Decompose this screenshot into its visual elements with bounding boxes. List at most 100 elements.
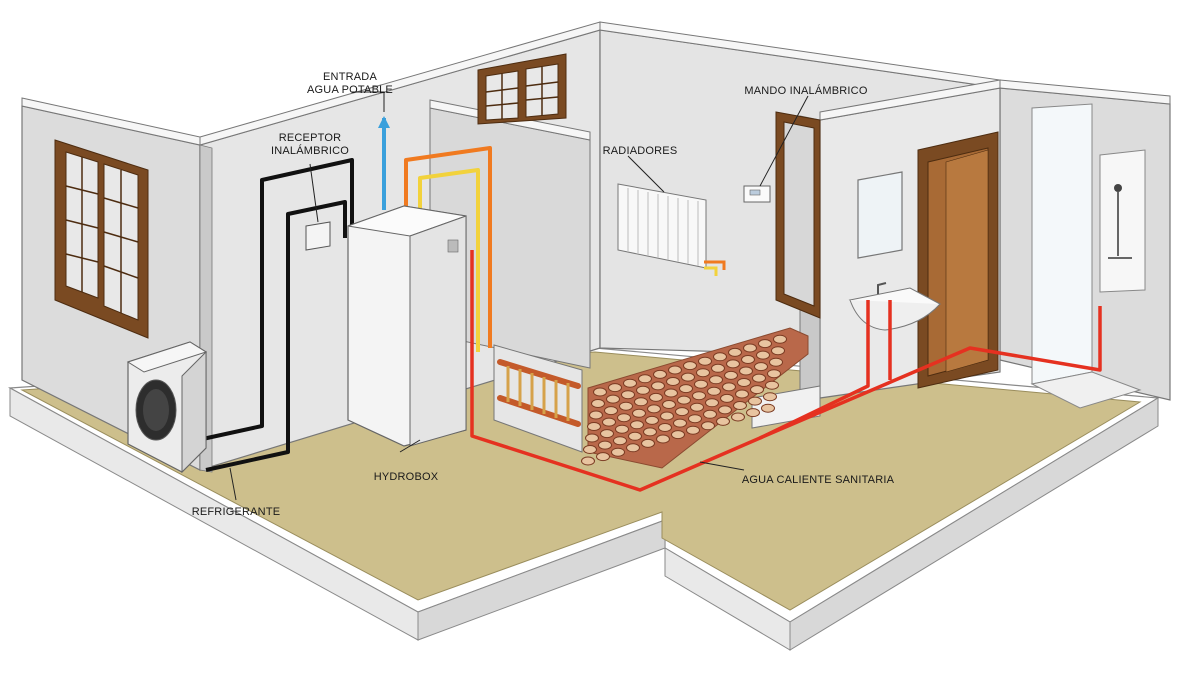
pipe-coil [720,393,734,403]
pipe-coil [688,414,702,424]
pipe-coil [692,391,706,401]
label-entrada-agua-line2: AGUA POTABLE [307,84,393,96]
label-hydrobox: HYDROBOX [374,471,439,483]
pipe-coil [701,421,715,431]
pipe-coil [598,440,612,450]
label-receptor-line2: INALÁMBRICO [271,144,349,157]
radiator-pipes [704,260,726,276]
pipe-coil [737,378,751,387]
pipe-coil [754,362,768,372]
pipe-coil [645,415,659,425]
outdoor-heat-pump-unit [126,341,208,474]
pipe-coil [677,395,691,405]
pipe-coil [651,381,665,391]
pipe-coil [709,375,723,385]
pipe-coil [636,385,650,395]
pipe-coil [728,347,742,357]
pipe-coil [658,423,672,432]
pipe-coil [647,404,661,414]
pipe-coil [718,405,732,415]
pipe-coil [671,430,685,440]
pipe-coil [724,370,738,380]
pipe-coil [703,409,717,419]
pipe-coil [611,447,625,457]
pipe-coil [666,377,680,386]
potable-water-inlet-pipe [378,116,390,210]
pipe-coil [713,352,727,362]
pipe-coil [690,402,704,412]
pipe-coil [741,355,755,364]
pipe-coil [649,392,663,402]
pipe-coil [606,394,620,404]
pipe-coil [673,418,687,428]
pipe-coil [600,429,614,439]
pipe-coil [668,365,682,375]
pipe-coil [602,417,616,427]
pipe-coil [696,368,710,378]
pipe-coil [731,412,745,422]
pipe-coil [683,361,697,371]
pipe-coil [743,343,757,353]
pipe-coil [758,339,772,349]
pipe-coil [756,350,770,360]
heating-supply-pipe [404,146,492,352]
leader-lines [229,91,809,501]
pipe-coil [587,422,601,431]
pipe-coil [619,401,633,411]
pipe-coil [707,386,721,396]
bathroom-door [917,131,999,389]
pipe-coil [705,398,719,408]
pipe-coil [739,366,753,376]
pipe-coil [583,445,597,454]
pipe-coil [675,407,689,417]
pipe-coil [664,388,678,398]
pipe-coil [626,443,640,453]
back-door [775,111,821,319]
back-window [477,53,567,125]
pipe-coil [591,399,605,408]
pipe-coil [604,406,618,416]
hot-water-pipes [470,250,1102,492]
pipe-coil [763,392,777,402]
pipe-coil [628,431,642,441]
pipe-coil [615,424,629,434]
pipe-coil [726,359,740,369]
pipe-coil [711,363,725,373]
pipe-coil [660,411,674,421]
pipe-coil [765,380,779,390]
pipe-coil [581,456,595,466]
pipe-coil [630,420,644,430]
pipe-coil [593,387,607,397]
pipe-coil [733,401,747,410]
pipe-coil [662,400,676,409]
pipe-coil [769,357,783,367]
pipe-coil [653,369,667,379]
floor-heating-manifold [493,344,583,453]
pipe-coil [679,384,693,394]
pipe-coil [596,452,610,462]
pipe-coil [589,410,603,420]
pipe-coil [767,369,781,379]
wireless-remote-control [743,185,771,203]
hydrobox-unit [347,205,467,447]
pipe-coil [681,372,695,382]
pipe-coil [773,334,787,344]
pipe-coil [761,403,775,413]
label-receptor-line1: RECEPTOR [279,132,342,144]
label-entrada-agua-line1: ENTRADA [323,71,377,83]
pipe-coil [608,383,622,393]
shower-enclosure [1030,103,1146,409]
pipe-coil [694,379,708,389]
wash-basin [848,282,942,331]
label-refrigerante: REFRIGERANTE [192,506,281,518]
pipe-coil [585,433,599,443]
pipe-coil [716,416,730,426]
pipe-coil [750,385,764,395]
pipe-coil [621,390,635,400]
pipe-coil [634,397,648,407]
pipe-coil [613,436,627,446]
label-radiadores: RADIADORES [603,145,678,157]
pipe-coil [617,413,631,423]
pipe-coil [752,373,766,383]
pipe-coil [656,434,670,444]
